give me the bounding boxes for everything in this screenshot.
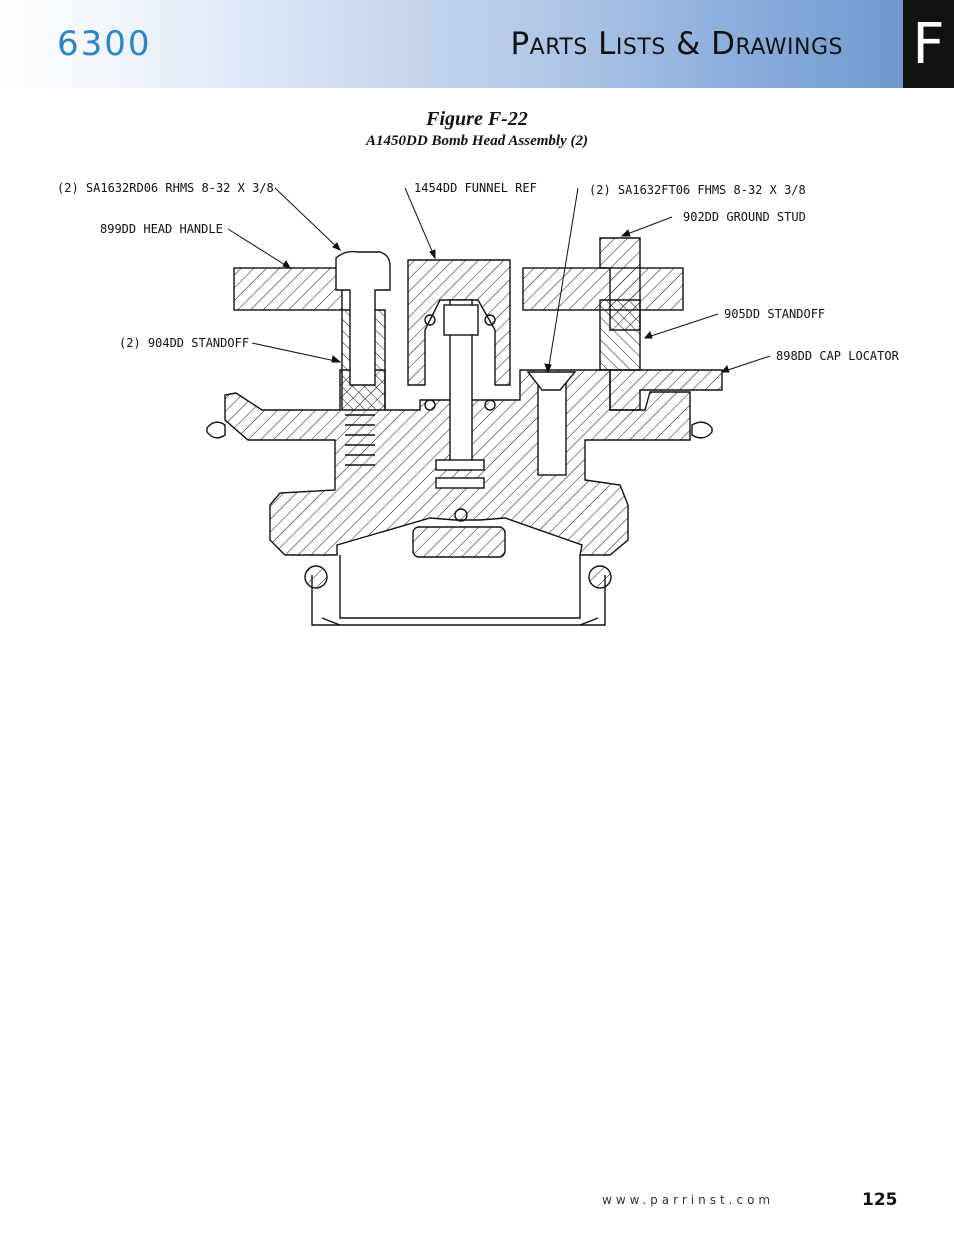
ground-stud: [599, 237, 641, 331]
figure-title: Figure F-22: [426, 108, 528, 130]
section-tab: F: [903, 0, 954, 88]
o-ring-right: [588, 565, 612, 589]
lower-nut: [412, 526, 506, 558]
o-ring-left: [304, 565, 328, 589]
callout-standoff-905: 905DD STANDOFF: [724, 307, 826, 321]
callout-ground-stud: 902DD GROUND STUD: [683, 210, 806, 224]
callout-head-handle: 899DD HEAD HANDLE: [100, 222, 223, 236]
model-number: 6300: [57, 24, 152, 64]
page-number: 125: [862, 1190, 898, 1210]
callout-screw-fhms: (2) SA1632FT06 FHMS 8-32 X 3/8: [589, 183, 806, 197]
funnel: [407, 259, 511, 386]
callout-standoff-904: (2) 904DD STANDOFF: [119, 336, 250, 350]
callout-cap-locator: 898DD CAP LOCATOR: [776, 349, 899, 363]
cup-outline: [311, 575, 606, 626]
handle-left: [233, 267, 343, 311]
page-header: 6300 Parts Lists & Drawings: [0, 0, 903, 88]
footer-url: www.parrinst.com: [602, 1193, 775, 1207]
knob-left: [206, 421, 226, 439]
cap-locator: [609, 369, 723, 411]
section-title: Parts Lists & Drawings: [510, 26, 843, 62]
callout-funnel: 1454DD FUNNEL REF: [414, 181, 537, 195]
callout-screw-rhms: (2) SA1632RD06 RHMS 8-32 X 3/8: [57, 181, 274, 195]
figure-subtitle: A1450DD Bomb Head Assembly (2): [366, 133, 588, 149]
screw-rhms: [335, 250, 391, 386]
assembly-drawing: [206, 187, 771, 626]
knob-right: [691, 421, 713, 439]
